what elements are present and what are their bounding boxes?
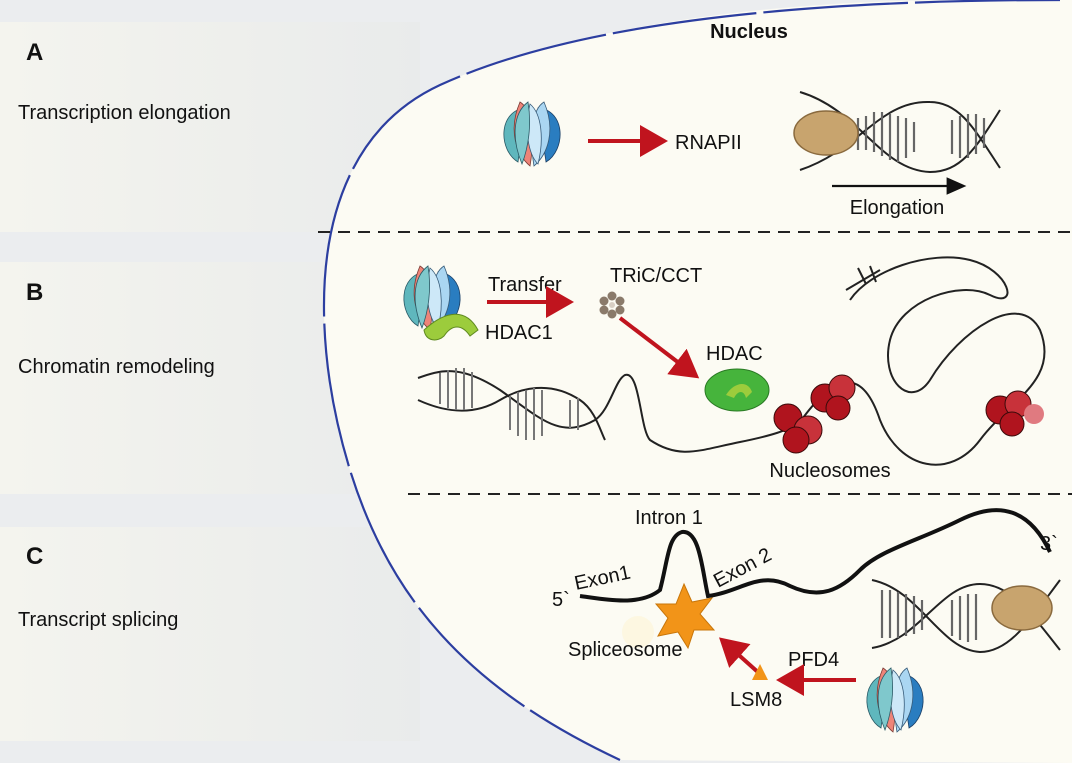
intron1-label: Intron 1 xyxy=(635,507,703,529)
spliceosome-glow xyxy=(622,616,654,648)
lsm8-icon xyxy=(752,664,768,680)
panel-a-description: Transcription elongation xyxy=(18,102,231,124)
rna-polymerase-c xyxy=(991,585,1053,631)
rnapii-label: RNAPII xyxy=(675,132,742,154)
arrow-to-hdac xyxy=(618,316,700,379)
panel-b-description: Chromatin remodeling xyxy=(18,356,215,378)
chromatin-strand xyxy=(417,256,1046,466)
hdac1-icon xyxy=(423,313,479,341)
hdac-label: HDAC xyxy=(706,343,763,365)
pfd4-label: PFD4 xyxy=(788,649,839,671)
nucleosome-cluster xyxy=(773,374,1044,454)
lsm8-label: LSM8 xyxy=(730,689,782,711)
panel-c-background xyxy=(0,527,420,741)
panel-a-letter: A xyxy=(26,39,43,66)
rna-polymerase-a xyxy=(793,110,859,156)
panel-c-letter: C xyxy=(26,543,43,570)
nucleus-body xyxy=(323,0,1072,763)
nucleus-title: Nucleus xyxy=(710,21,788,43)
five-prime-label: 5` xyxy=(552,589,570,611)
arrow-to-spliceosome xyxy=(719,637,762,676)
tric-cct-icon xyxy=(599,291,625,319)
elongation-label: Elongation xyxy=(850,197,945,219)
tric-cct-label: TRiC/CCT xyxy=(610,265,702,287)
panel-c-description: Transcript splicing xyxy=(18,609,178,631)
nuclear-envelope xyxy=(322,0,1061,761)
dna-helix-c-icon xyxy=(871,579,1061,654)
hdac-bound-hdac1 xyxy=(726,384,752,398)
spliceosome-label: Spliceosome xyxy=(568,639,683,661)
hdac1-label: HDAC1 xyxy=(485,322,553,344)
three-prime-label: 3` xyxy=(1040,533,1058,555)
pre-mrna-strand xyxy=(579,508,1052,603)
spliceosome-icon xyxy=(654,582,716,650)
transfer-label: Transfer xyxy=(488,274,562,296)
panel-b-letter: B xyxy=(26,279,43,306)
nucleosomes-label: Nucleosomes xyxy=(769,460,890,482)
dna-helix-a-icon xyxy=(793,91,1001,174)
